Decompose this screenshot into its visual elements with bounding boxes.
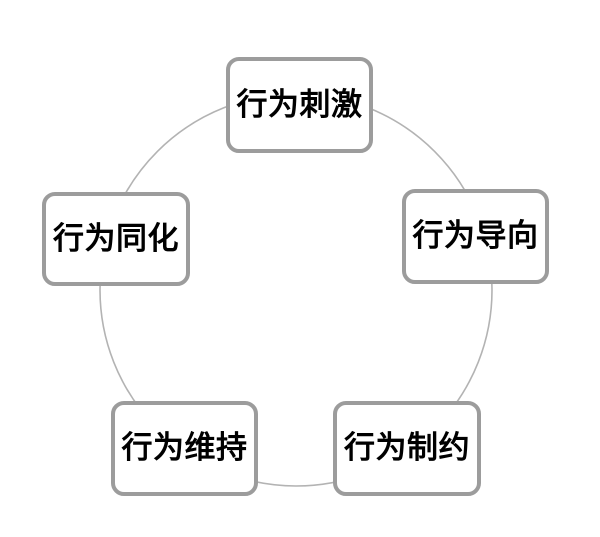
cycle-node-right[interactable]: 行为导向 (402, 189, 549, 284)
cycle-node-label: 行为同化 (53, 220, 179, 257)
cycle-node-bottom-right[interactable]: 行为制约 (333, 401, 481, 496)
cycle-node-label: 行为制约 (344, 430, 470, 466)
cycle-node-label: 行为导向 (412, 218, 539, 254)
cycle-node-label: 行为维持 (121, 430, 248, 466)
cycle-node-left[interactable]: 行为同化 (42, 192, 190, 286)
cycle-node-label: 行为刺激 (236, 86, 363, 123)
cycle-node-top[interactable]: 行为刺激 (226, 57, 373, 153)
cycle-node-bottom-left[interactable]: 行为维持 (111, 401, 258, 496)
